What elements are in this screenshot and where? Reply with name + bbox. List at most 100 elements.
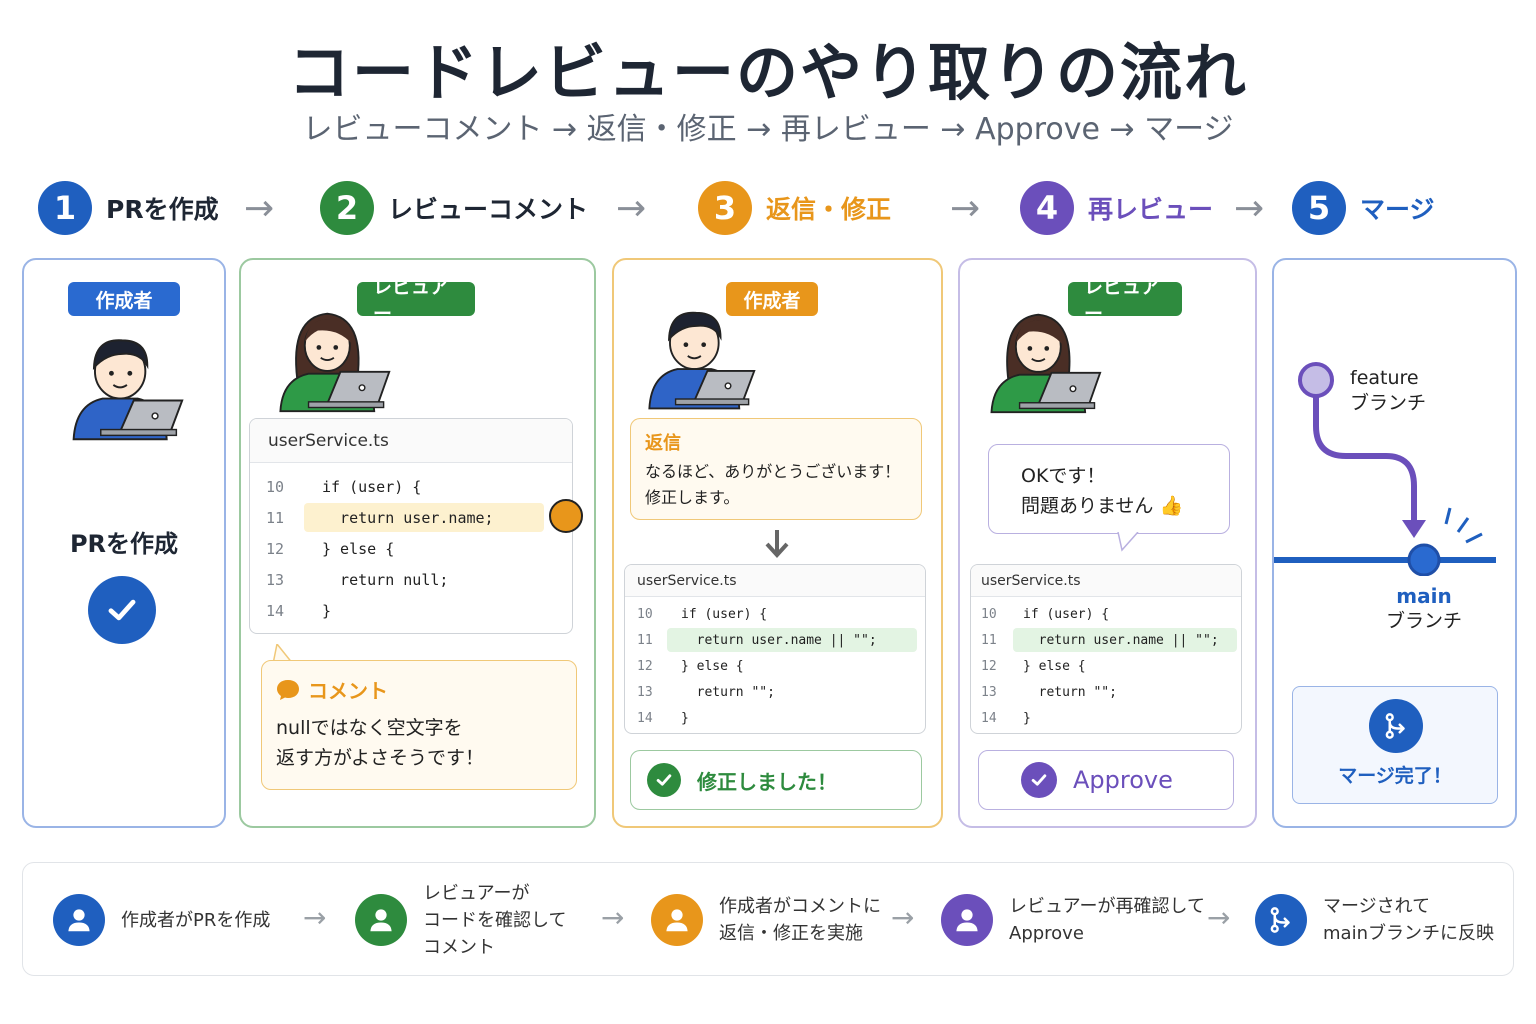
approve-button[interactable]: Approve xyxy=(978,750,1234,810)
step-arrow: → xyxy=(616,188,647,229)
summary-arrow: → xyxy=(891,901,915,934)
page-subtitle: レビューコメント → 返信・修正 → 再レビュー → Approve → マージ xyxy=(302,112,1234,147)
person-icon xyxy=(941,894,993,946)
code-line-highlighted: 11 return user.name || ""; xyxy=(625,627,925,653)
code-snippet: userService.ts 10 if (user) { 11 return u… xyxy=(249,418,573,634)
code-snippet-rereview: userService.ts 10 if (user) { 11 return u… xyxy=(970,564,1242,734)
merge-icon xyxy=(1255,894,1307,946)
summary-text: 作成者がコメントに 返信・修正を実施 xyxy=(719,896,881,944)
check-icon xyxy=(88,576,156,644)
feature-branch-suffix: ブランチ xyxy=(1350,392,1427,414)
merge-complete-label: マージ完了！ xyxy=(1338,765,1452,787)
create-pr-label: PRを作成 xyxy=(69,530,179,558)
comment-title: コメント xyxy=(308,679,388,703)
step-label: 返信・修正 xyxy=(766,195,892,224)
approve-label: Approve xyxy=(1073,766,1173,794)
panel-merge: feature ブランチ main ブランチ マージ完了！ xyxy=(1272,258,1517,828)
comment-body: nullではなく空文字を 返す方がよさそうです！ xyxy=(276,713,484,773)
step-label: PRを作成 xyxy=(106,195,219,224)
merge-icon xyxy=(1369,699,1423,753)
code-line: 10 if (user) { xyxy=(971,601,1241,627)
step-arrow: → xyxy=(244,188,275,229)
speech-bubble: OKです！ 問題ありません 👍 xyxy=(988,444,1230,534)
line-number: 10 xyxy=(981,606,997,622)
code-text: } xyxy=(1023,710,1031,726)
code-text: return user.name || ""; xyxy=(681,632,877,648)
line-number: 11 xyxy=(266,508,285,527)
summary-step-2: レビュアーが コードを確認して コメント xyxy=(355,863,566,977)
step-number: 5 xyxy=(1292,181,1346,235)
line-number: 14 xyxy=(981,710,997,726)
line-number: 14 xyxy=(266,601,285,620)
step-label: 再レビュー xyxy=(1088,195,1214,224)
code-text: } xyxy=(681,710,689,726)
person-icon xyxy=(355,894,407,946)
reply-line: 修正します。 xyxy=(645,488,740,507)
summary-step-4: レビュアーが再確認して Approve xyxy=(941,863,1205,977)
comment-line: 返す方がよさそうです！ xyxy=(276,747,485,769)
check-icon xyxy=(1021,762,1057,798)
step-5: 5 マージ xyxy=(1292,180,1435,236)
comment-header: コメント xyxy=(276,675,388,704)
line-number: 11 xyxy=(637,632,653,648)
code-line: 14} xyxy=(250,595,572,626)
person-icon xyxy=(53,894,105,946)
line-number: 11 xyxy=(981,632,997,648)
reply-title: 返信 xyxy=(645,433,681,454)
summary-step-5: マージされて mainブランチに反映 xyxy=(1255,863,1494,977)
summary-arrow: → xyxy=(1207,901,1231,934)
code-filename: userService.ts xyxy=(250,419,572,463)
branch-graph xyxy=(1274,362,1496,576)
role-badge-reviewer: レビュアー xyxy=(357,276,475,325)
panel-create-pr: 作成者 PRを作成 xyxy=(22,258,226,828)
code-line: 13 return ""; xyxy=(971,679,1241,705)
code-line: 12} else { xyxy=(971,653,1241,679)
author-illustration xyxy=(72,339,184,441)
line-number: 13 xyxy=(981,684,997,700)
fixed-status-box: 修正しました！ xyxy=(630,750,922,810)
step-label: マージ xyxy=(1360,195,1435,224)
person-icon xyxy=(651,894,703,946)
code-line-highlighted: 11 return user.name; xyxy=(250,502,572,533)
speech-body: OKです！ 問題ありません 👍 xyxy=(1021,461,1183,521)
reply-bubble: 返信 なるほど、ありがとうございます！ 修正します。 xyxy=(630,418,922,520)
page-title: コードレビューのやり取りの流れ xyxy=(287,36,1248,109)
summary-step-3: 作成者がコメントに 返信・修正を実施 xyxy=(651,863,881,977)
code-line-highlighted: 11 return user.name || ""; xyxy=(971,627,1241,653)
reply-body: なるほど、ありがとうございます！ 修正します。 xyxy=(645,459,900,511)
role-badge-reviewer: レビュアー xyxy=(1068,276,1182,325)
code-text: } else { xyxy=(681,658,744,674)
line-number: 10 xyxy=(266,477,285,496)
code-line: 14} xyxy=(971,705,1241,731)
code-text: return ""; xyxy=(1023,684,1117,700)
line-number: 10 xyxy=(637,606,653,622)
bubble-tail xyxy=(272,644,294,664)
code-text: return null; xyxy=(322,570,449,589)
speech-line: OKです！ xyxy=(1021,465,1106,487)
speech-line: 問題ありません xyxy=(1021,495,1154,517)
panel-review-comment: レビュアー userService.ts 10 if (user) { 11 re… xyxy=(239,258,596,828)
summary-text: レビュアーが再確認して Approve xyxy=(1009,896,1206,944)
panel-reply-fix: 作成者 返信 なるほど、ありがとうございます！ 修正します。 userServi… xyxy=(612,258,943,828)
code-text: } else { xyxy=(1023,658,1086,674)
comment-bubble: コメント nullではなく空文字を 返す方がよさそうです！ xyxy=(261,660,577,790)
step-arrow: → xyxy=(1234,188,1265,229)
code-text: } xyxy=(322,601,332,620)
summary-text: マージされて mainブランチに反映 xyxy=(1323,896,1494,944)
line-number: 13 xyxy=(637,684,653,700)
step-1: 1 PRを作成 xyxy=(38,180,219,236)
code-line: 12} else { xyxy=(250,533,572,564)
comment-marker-dot[interactable] xyxy=(549,499,583,533)
fixed-status-label: 修正しました！ xyxy=(697,769,837,794)
code-filename: userService.ts xyxy=(971,565,1241,597)
code-text: if (user) { xyxy=(1023,606,1110,622)
code-text: if (user) { xyxy=(322,477,422,496)
step-3: 3 返信・修正 xyxy=(698,180,891,236)
line-number: 13 xyxy=(266,570,285,589)
code-text: return ""; xyxy=(681,684,775,700)
main-branch-name: main xyxy=(1396,584,1452,608)
summary-text: 作成者がPRを作成 xyxy=(121,909,271,931)
line-number: 12 xyxy=(266,539,285,558)
code-text: return user.name; xyxy=(322,508,494,527)
